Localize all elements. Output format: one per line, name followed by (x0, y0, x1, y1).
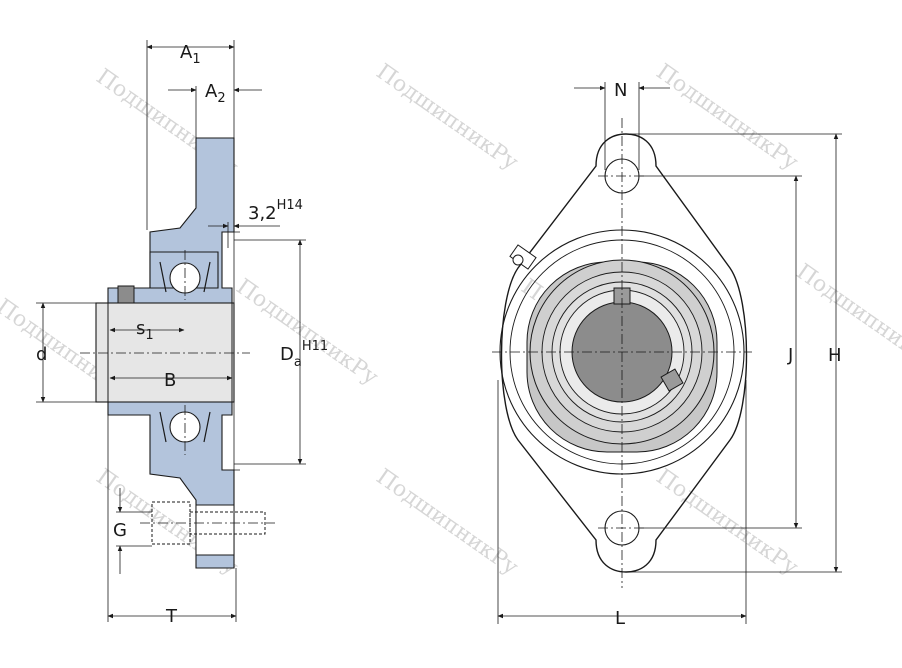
front-view (492, 118, 752, 588)
label-3-2-H14: 3,2H14 (248, 198, 303, 224)
label-L: L (615, 608, 625, 629)
bolt-hole-section (195, 504, 235, 556)
grease-nipple (509, 244, 537, 270)
label-s1: s1 (136, 318, 154, 343)
set-screw (117, 285, 135, 304)
label-d: d (36, 344, 47, 365)
label-Da-H11: DaH11 (280, 339, 328, 370)
label-A1: A1 (180, 42, 201, 67)
watermark-text: ПодшипникРу (792, 259, 902, 375)
label-T: T (165, 606, 178, 627)
set-screw-side (660, 368, 684, 392)
side-section-view (80, 137, 275, 569)
watermark-text: ПодшипникРу (372, 464, 523, 580)
shaft (95, 302, 235, 403)
front-dimensions: N J H L (497, 80, 842, 629)
label-G: G (113, 520, 127, 541)
watermark-text: ПодшипникРу (372, 59, 523, 175)
mounting-bolt (140, 501, 275, 545)
label-N: N (614, 80, 627, 101)
watermark-text: ПодшипникРу (652, 59, 803, 175)
label-B: B (164, 370, 176, 391)
label-J: J (787, 345, 793, 366)
label-A2: A2 (205, 81, 226, 106)
watermark-text: ПодшипникРу (652, 464, 803, 580)
watermark-text: ПодшипникРу (232, 274, 383, 390)
label-H: H (828, 345, 842, 366)
flange-outline (500, 133, 748, 573)
side-dimensions: A1 A2 3,2H14 DaH11 d s1 B G (36, 40, 328, 627)
